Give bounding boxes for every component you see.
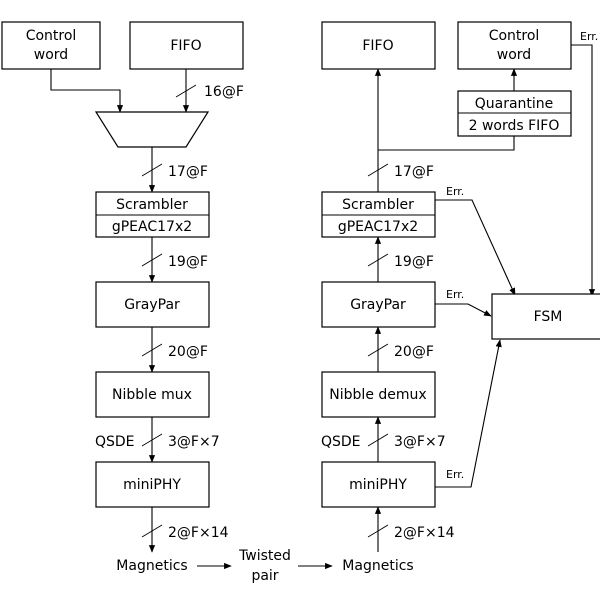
- rx-err-scrambler-wire: [435, 199, 516, 296]
- rx-control-word-line2: word: [497, 47, 531, 63]
- rx-err-miniphy-label: Err.: [446, 468, 464, 481]
- rx-bus-slash-17: [367, 163, 389, 177]
- tx-fifo-label: FIFO: [170, 38, 201, 54]
- tx-chain: Control word FIFO 16@F 17@F Scrambler gP…: [1, 21, 244, 574]
- rx-qsde-label: QSDE: [321, 434, 361, 450]
- rx-magnetics-label: Magnetics: [342, 558, 413, 574]
- rx-bus-2-label: 2@F×14: [394, 525, 455, 541]
- tx-bus-slash-3: [141, 433, 163, 447]
- tx-bus-slash-2: [141, 524, 163, 538]
- rx-bus-17-label: 17@F: [394, 164, 434, 180]
- tx-bus-slash-17: [141, 163, 163, 177]
- rx-fsm-label: FSM: [534, 309, 563, 325]
- rx-quarantine-label: Quarantine: [475, 96, 554, 112]
- tx-bus-19-label: 19@F: [168, 254, 208, 270]
- rx-graypar-label: GrayPar: [350, 297, 406, 313]
- rx-bus-slash-3: [367, 433, 389, 447]
- rx-quarantine-sub: 2 words FIFO: [469, 118, 560, 134]
- rx-err-miniphy-wire: [435, 339, 502, 488]
- rx-err-graypar-wire: [435, 303, 492, 317]
- tx-control-word-line1: Control: [26, 28, 77, 44]
- tx-fifo-box: [129, 21, 244, 70]
- tx-bus-20-label: 20@F: [168, 344, 208, 360]
- tx-bus-slash-16: [175, 84, 197, 98]
- tx-control-word-line2: word: [34, 47, 68, 63]
- tx-control-word-box: [1, 21, 101, 70]
- tx-graypar-label: GrayPar: [124, 297, 180, 313]
- rx-nibble-demux-box: [321, 371, 436, 418]
- tx-bus-3-label: 3@F×7: [168, 434, 220, 450]
- tx-graypar-box: [95, 281, 210, 328]
- twisted-pair-line2: pair: [251, 568, 278, 584]
- rx-bus-slash-2: [367, 524, 389, 538]
- tx-multiplexer: [94, 111, 210, 148]
- tx-nibble-mux-label: Nibble mux: [112, 387, 192, 403]
- rx-scrambler-label: Scrambler: [342, 197, 414, 213]
- tx-scrambler-code: gPEAC17x2: [112, 219, 192, 235]
- rx-miniphy-box: [321, 461, 436, 508]
- rx-err-graypar-label: Err.: [446, 288, 464, 301]
- rx-control-word-line1: Control: [489, 28, 540, 44]
- rx-bus-slash-20: [367, 343, 389, 357]
- rx-miniphy-label: miniPHY: [349, 477, 407, 493]
- rx-err-scrambler-label: Err.: [446, 185, 464, 198]
- tx-magnetics-label: Magnetics: [116, 558, 187, 574]
- tx-bus-2-label: 2@F×14: [168, 525, 229, 541]
- tx-bus-slash-20: [141, 343, 163, 357]
- rx-err-control-label: Err.: [580, 30, 598, 43]
- rx-bus-slash-19: [367, 253, 389, 267]
- tx-control-word-wire: [50, 69, 124, 113]
- tx-qsde-label: QSDE: [95, 434, 135, 450]
- tx-scrambler-label: Scrambler: [116, 197, 188, 213]
- rx-err-control-wire: [571, 44, 596, 297]
- tx-miniphy-box: [95, 461, 210, 508]
- rx-chain: FIFO Control word Err. Quarantine 2 word…: [321, 21, 600, 574]
- tx-bus-slash-19: [141, 253, 163, 267]
- rx-nibble-demux-label: Nibble demux: [329, 387, 426, 403]
- rx-bus-19-label: 19@F: [394, 254, 434, 270]
- link: Twisted pair: [197, 548, 333, 584]
- rx-scrambler-code: gPEAC17x2: [338, 219, 418, 235]
- rx-bus-3-label: 3@F×7: [394, 434, 446, 450]
- rx-fifo-label: FIFO: [362, 38, 393, 54]
- rx-control-word-box: [457, 21, 572, 70]
- rx-fsm-box: [491, 293, 600, 340]
- tx-miniphy-label: miniPHY: [123, 477, 181, 493]
- twisted-pair-line1: Twisted: [238, 548, 291, 564]
- rx-bus-20-label: 20@F: [394, 344, 434, 360]
- tx-bus-16-label: 16@F: [204, 84, 244, 100]
- rx-wire-scrambler-quarantine: [378, 136, 515, 151]
- tx-bus-17-label: 17@F: [168, 164, 208, 180]
